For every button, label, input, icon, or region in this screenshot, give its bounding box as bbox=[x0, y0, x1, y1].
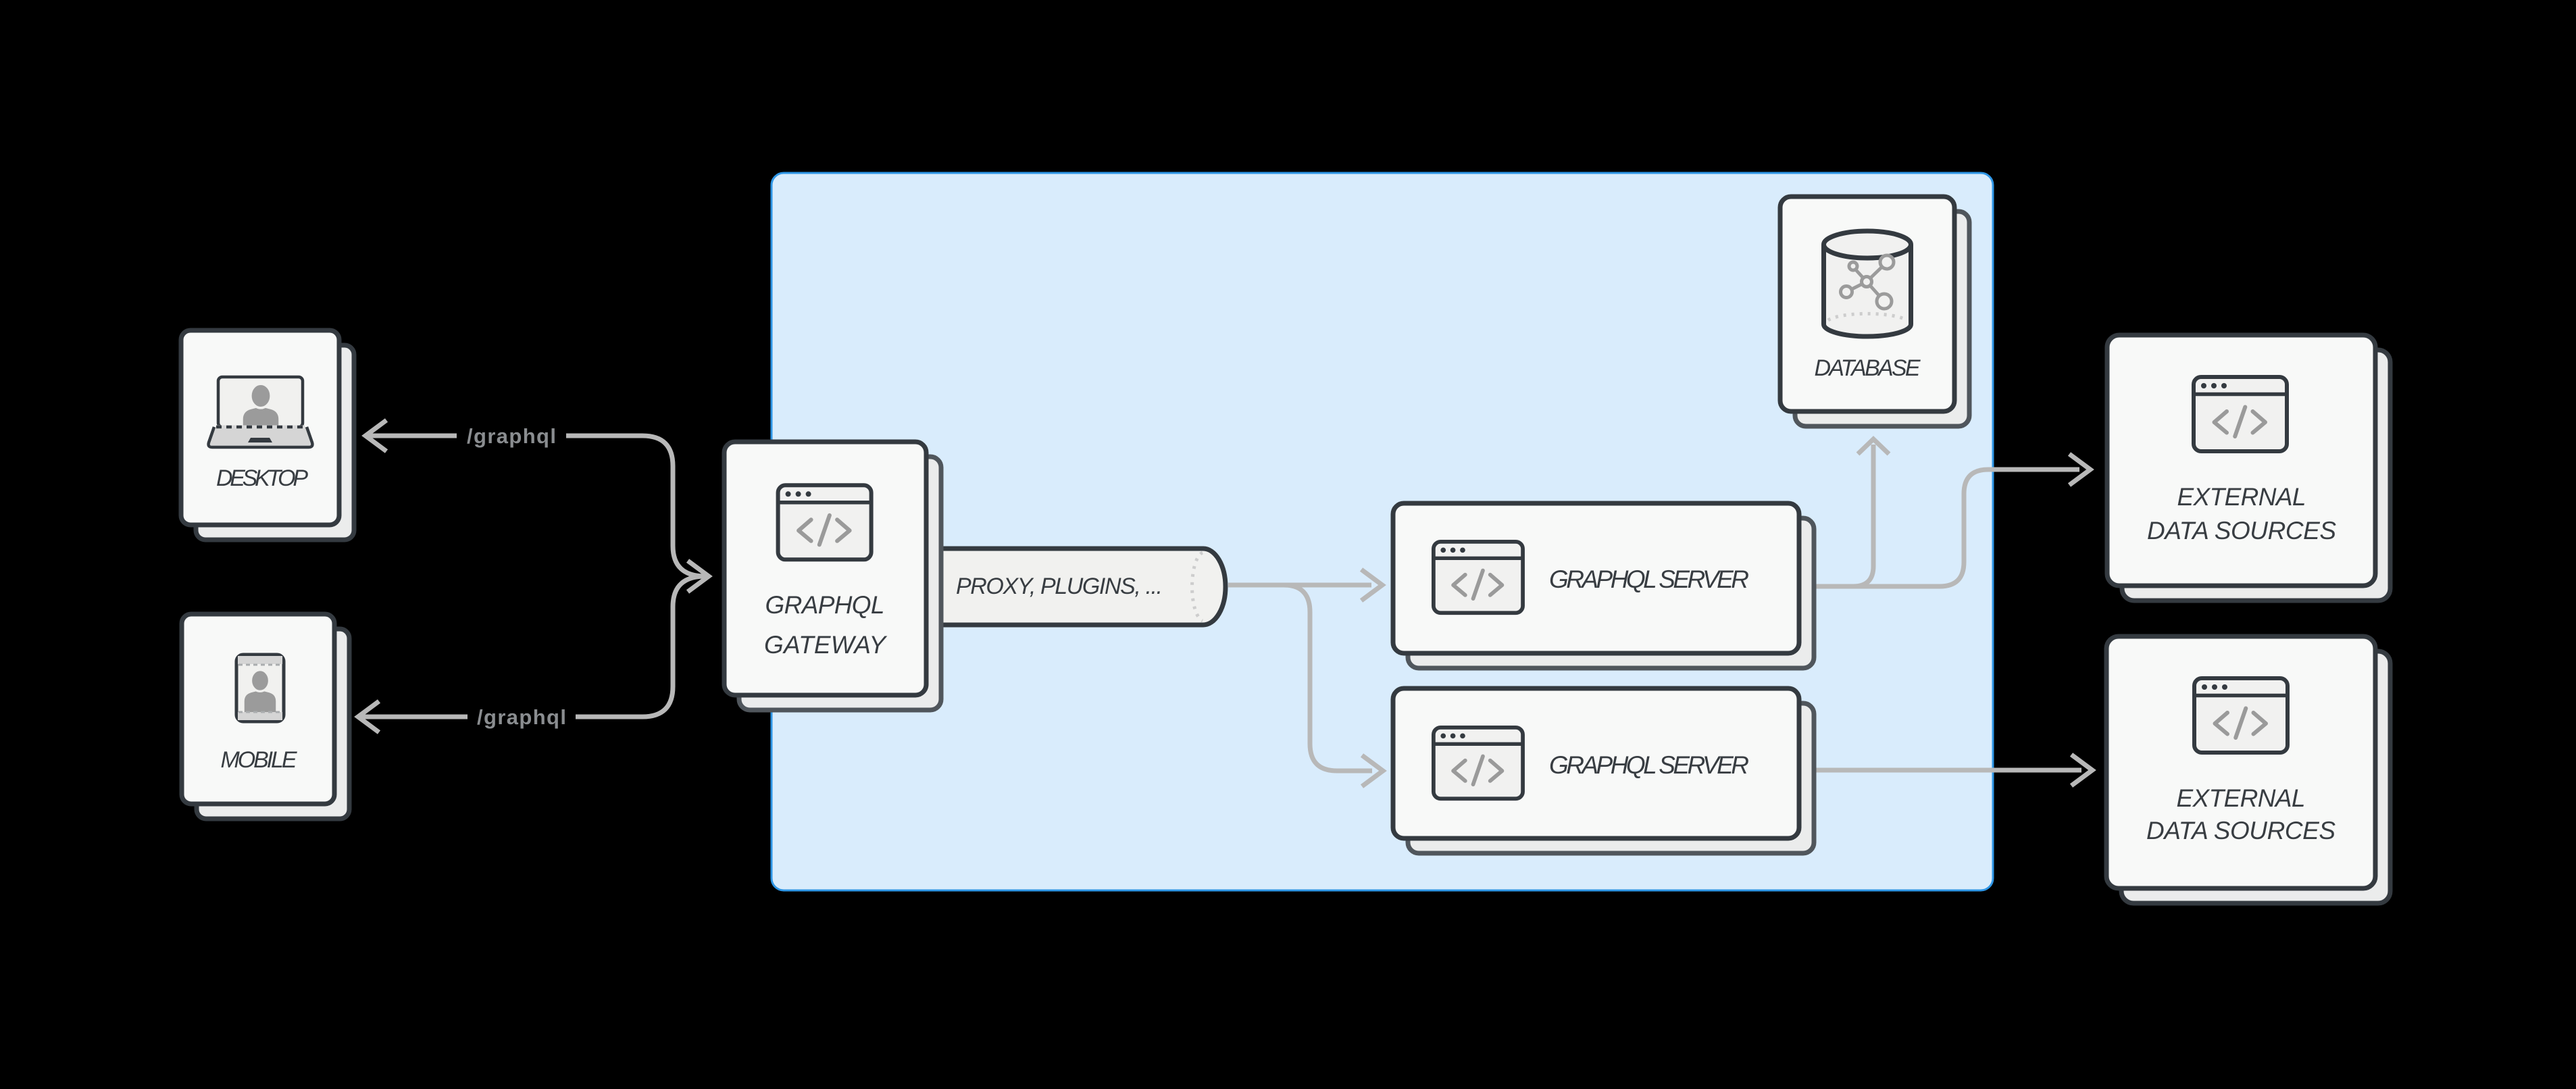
svg-text:/graphql: /graphql bbox=[467, 424, 556, 448]
svg-text:GATEWAY: GATEWAY bbox=[764, 631, 887, 659]
svg-text:EXTERNAL: EXTERNAL bbox=[2177, 784, 2306, 812]
svg-text:DESKTOP: DESKTOP bbox=[216, 465, 308, 491]
svg-text:/graphql: /graphql bbox=[477, 705, 566, 729]
svg-text:DATABASE: DATABASE bbox=[1815, 355, 1921, 381]
svg-text:GRAPHQL: GRAPHQL bbox=[765, 591, 885, 619]
svg-text:GRAPHQL SERVER: GRAPHQL SERVER bbox=[1549, 565, 1749, 593]
svg-text:MOBILE: MOBILE bbox=[221, 747, 297, 773]
svg-text:EXTERNAL: EXTERNAL bbox=[2177, 483, 2306, 511]
svg-text:PROXY, PLUGINS, ...: PROXY, PLUGINS, ... bbox=[956, 574, 1163, 599]
svg-text:DATA SOURCES: DATA SOURCES bbox=[2147, 517, 2336, 544]
svg-text:DATA SOURCES: DATA SOURCES bbox=[2146, 817, 2335, 844]
svg-text:GRAPHQL SERVER: GRAPHQL SERVER bbox=[1549, 751, 1749, 779]
